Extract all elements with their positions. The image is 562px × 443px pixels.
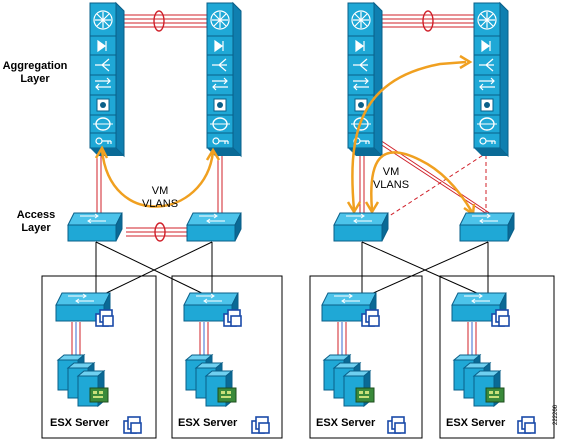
left-access-peer-link <box>126 222 190 242</box>
right-esx-server-2-vm-icon <box>517 416 536 434</box>
right-vlan-arrow-2 <box>346 201 362 215</box>
right-vm-vlans-label: VM VLANS <box>372 166 410 191</box>
right-vm-vlans-path-1 <box>351 60 467 211</box>
right-access-switch-2 <box>459 212 515 242</box>
left-esx-server-2-label: ESX Server <box>178 417 238 429</box>
left-agg-peer-link <box>117 10 207 32</box>
right-vlan-arrow-3 <box>364 201 380 215</box>
left-agg-switch-2 <box>206 2 242 157</box>
right-access-switch-1 <box>333 212 389 242</box>
left-esx-server-2-vm-icon <box>251 416 270 434</box>
left-vm-vlans-label: VM VLANS <box>141 185 179 210</box>
left-agg-switch-1 <box>89 2 125 157</box>
left-esx-frame-1 <box>41 275 157 439</box>
right-server-nic-links <box>337 322 477 360</box>
right-esx-server-1-hosts <box>323 354 375 407</box>
right-server-links <box>361 241 489 299</box>
access-layer-label: Access Layer <box>16 209 56 234</box>
right-esx-server-2-hosts <box>453 354 505 407</box>
left-esx-server-1-hosts <box>57 354 109 407</box>
left-access-switch-2 <box>186 212 242 242</box>
right-esx-server-2-label: ESX Server <box>446 417 506 429</box>
right-esx-frame-2 <box>439 275 555 439</box>
right-vm-vlans-path-2 <box>370 151 474 213</box>
left-esx-frame-2 <box>171 275 283 439</box>
right-agg-switch-1 <box>347 2 383 157</box>
figure-id: 222266 <box>553 404 559 425</box>
left-access-switch-1 <box>67 212 123 242</box>
right-access-uplinks <box>359 139 495 223</box>
right-esx-frame-1 <box>309 275 423 439</box>
left-vlan-arrow-2 <box>205 147 221 161</box>
left-server-nic-links <box>71 322 209 360</box>
left-esx-server-1-label: ESX Server <box>50 417 110 429</box>
left-server-links <box>95 241 213 299</box>
right-vlan-arrow-1 <box>459 54 473 70</box>
right-esx-server-1-vm-icon <box>387 416 406 434</box>
left-esx-server-1-vm-icon <box>123 416 142 434</box>
aggregation-layer-label: Aggregation Layer <box>2 60 68 85</box>
left-vlan-arrow-1 <box>94 145 109 159</box>
right-agg-peer-link <box>375 10 474 32</box>
left-vm-vlans-path <box>100 149 215 208</box>
right-esx-server-1-label: ESX Server <box>316 417 376 429</box>
right-agg-switch-2 <box>473 2 509 157</box>
left-esx-server-2-hosts <box>185 354 237 407</box>
